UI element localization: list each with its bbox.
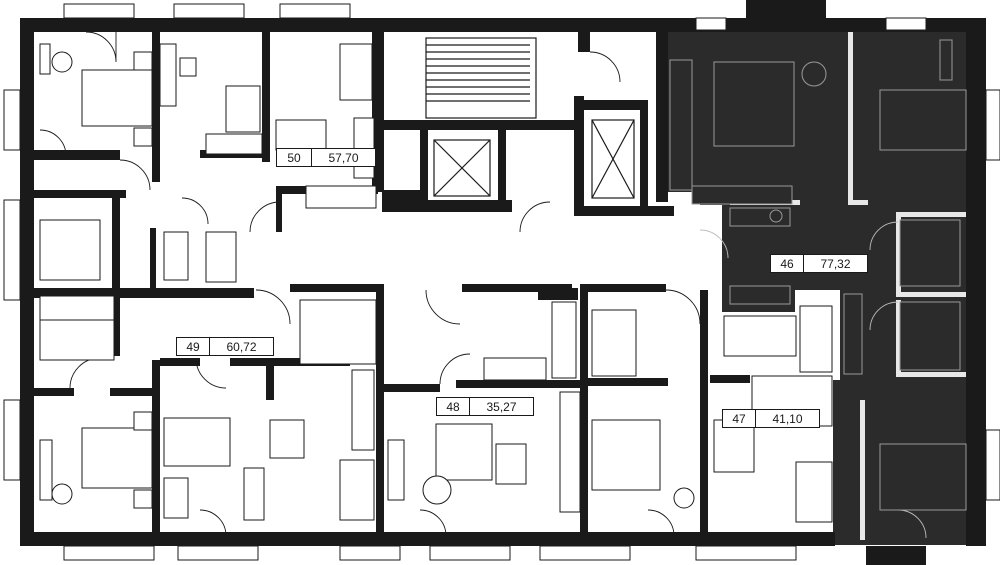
unit-number: 48 [446,399,460,414]
unit-label-46[interactable]: 46 77,32 [770,254,868,273]
interior-walls [34,32,966,544]
elevator-shafts [433,119,635,199]
doors [39,31,927,539]
label-divider [209,338,210,355]
label-divider [803,255,804,272]
unit-label-48[interactable]: 48 35,27 [436,397,534,416]
unit-area: 41,10 [772,411,803,426]
unit-48-furniture [387,301,581,513]
unit-number: 50 [287,150,301,165]
label-divider [755,410,756,427]
unit-label-47[interactable]: 47 41,10 [722,409,820,428]
unit-47-furniture [591,305,833,523]
windows-top [3,0,1000,565]
unit-area: 60,72 [226,339,257,354]
unit-49-furniture [39,295,377,521]
unit-46-furniture [669,39,967,511]
unit-50-furniture [39,43,377,283]
outer-walls [20,18,986,546]
staircase [425,37,537,119]
unit-area: 77,32 [820,256,851,271]
unit-area: 57,70 [328,150,359,165]
label-divider [311,149,312,166]
unit-number: 49 [186,339,200,354]
unit-number: 46 [780,256,794,271]
unit-number: 47 [732,411,746,426]
unit-label-49[interactable]: 49 60,72 [176,337,274,356]
label-divider [469,398,470,415]
unit-area: 35,27 [486,399,517,414]
unit-label-50[interactable]: 50 57,70 [276,148,376,167]
